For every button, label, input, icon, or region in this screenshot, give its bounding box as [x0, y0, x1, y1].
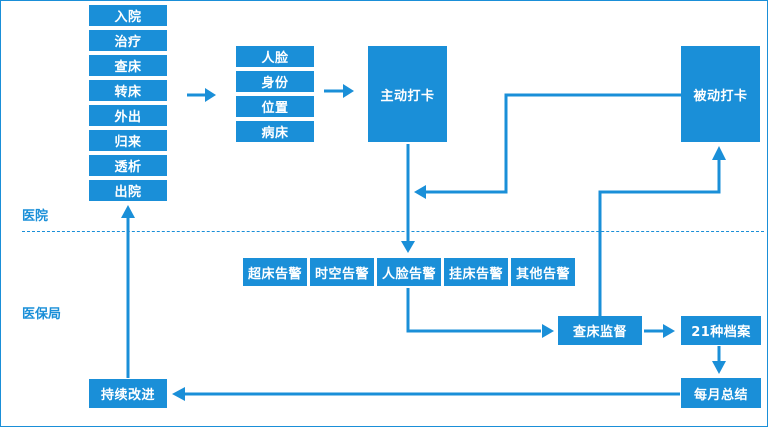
alert-other[interactable]: 其他告警 — [511, 258, 575, 286]
continuous-improvement-node[interactable]: 持续改进 — [89, 379, 167, 408]
alert-hanging-bed[interactable]: 挂床告警 — [444, 258, 508, 286]
arrow-supervision-to-passive — [598, 159, 721, 316]
alert-over-bed[interactable]: 超床告警 — [243, 258, 307, 286]
bed-check-supervision-node[interactable]: 查床监督 — [558, 316, 642, 345]
zone-label-hospital: 医院 — [22, 209, 49, 224]
patient-flow-discharge[interactable]: 出院 — [89, 180, 167, 201]
patient-flow-dialysis[interactable]: 透析 — [89, 155, 167, 176]
arrowhead-up-passive — [712, 146, 726, 160]
identity-check-location[interactable]: 位置 — [236, 96, 314, 117]
zone-divider — [22, 231, 764, 232]
archives-node[interactable]: 21种档案 — [681, 316, 761, 345]
identity-check-bed[interactable]: 病床 — [236, 121, 314, 142]
identity-check-face[interactable]: 人脸 — [236, 46, 314, 67]
arrowhead-right-archives — [663, 324, 675, 338]
arrowhead-right-1 — [205, 88, 216, 102]
arrowhead-left-active — [414, 185, 426, 199]
arrow-alerts-to-supervision — [406, 288, 541, 333]
arrowhead-right-2 — [343, 84, 354, 98]
alert-face[interactable]: 人脸告警 — [377, 258, 441, 286]
monthly-summary-node[interactable]: 每月总结 — [681, 378, 761, 408]
patient-flow-admission[interactable]: 入院 — [89, 5, 167, 26]
alert-time-space[interactable]: 时空告警 — [310, 258, 374, 286]
zone-label-insurance-bureau: 医保局 — [22, 307, 62, 322]
passive-checkin-node[interactable]: 被动打卡 — [681, 46, 760, 142]
arrow-passive-loop-to-active — [425, 93, 681, 194]
arrowhead-down-alerts — [401, 241, 415, 253]
arrowhead-right-supervision — [542, 324, 554, 338]
patient-flow-bed-transfer[interactable]: 转床 — [89, 80, 167, 101]
patient-flow-going-out[interactable]: 外出 — [89, 105, 167, 126]
arrowhead-down-summary — [712, 361, 726, 374]
patient-flow-treatment[interactable]: 治疗 — [89, 30, 167, 51]
patient-flow-bed-check[interactable]: 查床 — [89, 55, 167, 76]
arrowhead-left-improvement — [172, 387, 185, 401]
arrowhead-up-discharge — [121, 205, 135, 218]
identity-check-id[interactable]: 身份 — [236, 71, 314, 92]
patient-flow-return[interactable]: 归来 — [89, 130, 167, 151]
active-checkin-node[interactable]: 主动打卡 — [368, 46, 447, 142]
